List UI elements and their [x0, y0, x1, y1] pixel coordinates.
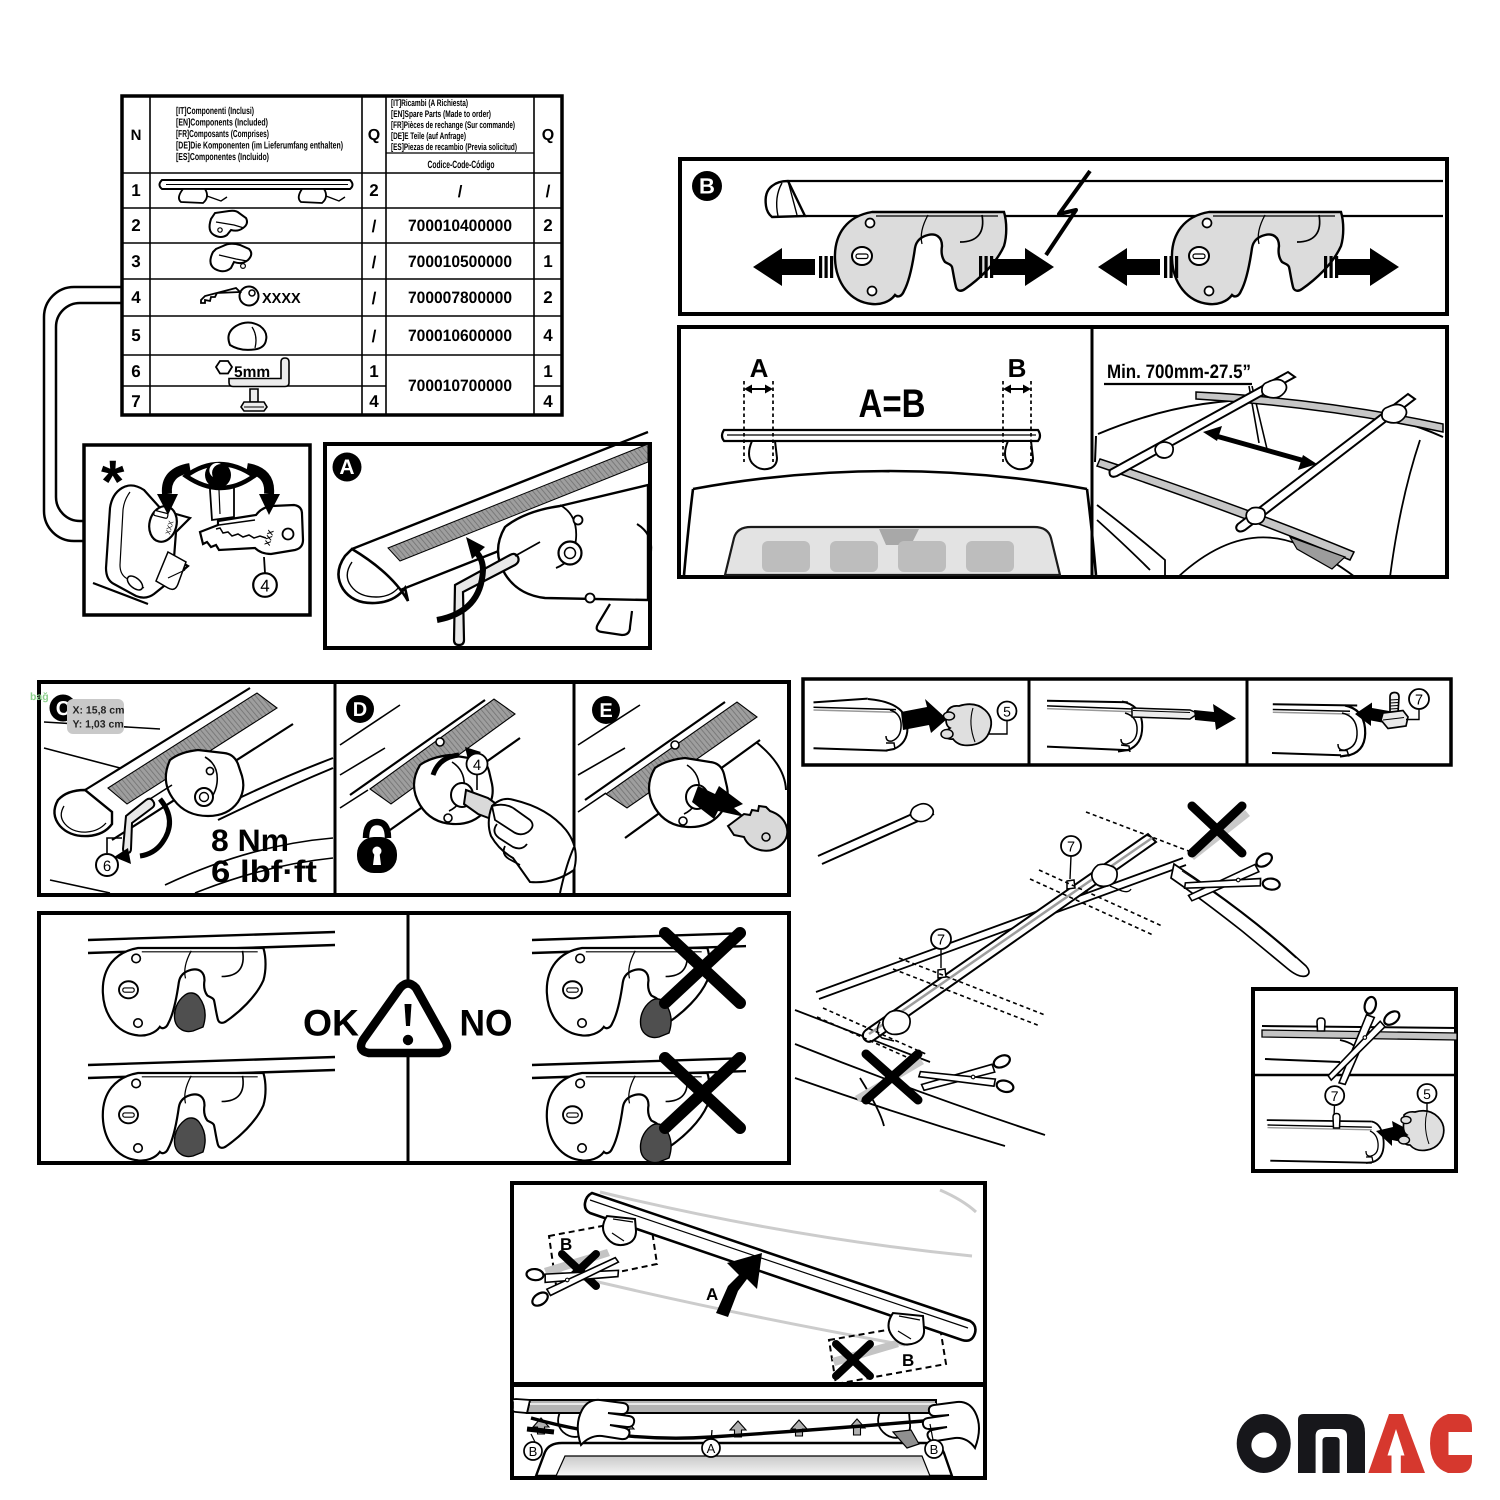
- svg-text:/: /: [458, 183, 463, 201]
- svg-text:5mm: 5mm: [234, 364, 270, 381]
- svg-text:[IT]Ricambi (A Richiesta): [IT]Ricambi (A Richiesta): [391, 98, 468, 109]
- svg-text:XXXX: XXXX: [262, 291, 301, 307]
- svg-text:5: 5: [1423, 1086, 1431, 1102]
- svg-text:B: B: [902, 1351, 914, 1370]
- svg-text:[ES]Componentes (Incluido): [ES]Componentes (Incluido): [176, 152, 269, 163]
- svg-text:6: 6: [131, 362, 140, 381]
- svg-text:[EN]Components (Included): [EN]Components (Included): [176, 118, 268, 129]
- svg-text:700007800000: 700007800000: [408, 289, 512, 307]
- svg-text:B: B: [699, 174, 715, 199]
- svg-text:A=B: A=B: [859, 382, 926, 426]
- svg-text:4: 4: [131, 288, 141, 307]
- svg-text:[EN]Spare Parts (Made to order: [EN]Spare Parts (Made to order): [391, 109, 491, 120]
- svg-text:1: 1: [131, 181, 140, 200]
- svg-text:6 lbf·ft: 6 lbf·ft: [211, 854, 317, 889]
- svg-text:5: 5: [131, 326, 140, 345]
- svg-text:[IT]Componenti (Inclusi): [IT]Componenti (Inclusi): [176, 106, 254, 117]
- svg-text:[ES]Piezas de recambio (Previa: [ES]Piezas de recambio (Previa solicitud…: [391, 142, 517, 153]
- svg-text:7: 7: [937, 933, 945, 949]
- svg-text:C: C: [56, 698, 70, 720]
- svg-text:A: A: [750, 353, 769, 383]
- svg-text:E: E: [599, 700, 612, 722]
- svg-text:B: B: [560, 1235, 572, 1254]
- svg-text:Y: 1,03 cm: Y: 1,03 cm: [73, 719, 124, 731]
- svg-text:X: 15,8 cm: X: 15,8 cm: [73, 705, 125, 717]
- svg-text:A: A: [706, 1285, 718, 1304]
- svg-text:B: B: [930, 1442, 939, 1457]
- svg-text:A: A: [707, 1441, 716, 1456]
- svg-text:5: 5: [1003, 704, 1011, 720]
- svg-text:[DE]Die Komponenten (im Liefer: [DE]Die Komponenten (im Lieferumfang ent…: [176, 141, 343, 152]
- svg-text:Codice-Code-Código: Codice-Code-Código: [428, 159, 495, 171]
- svg-text:N: N: [131, 127, 142, 144]
- svg-text:bağ: bağ: [30, 691, 49, 703]
- svg-text:4: 4: [543, 392, 553, 411]
- svg-text:B: B: [529, 1444, 538, 1459]
- svg-text:7: 7: [1331, 1088, 1339, 1104]
- svg-text:2: 2: [543, 216, 552, 235]
- svg-text:Q: Q: [368, 127, 380, 144]
- svg-text:[DE]E Teile (auf Anfrage): [DE]E Teile (auf Anfrage): [391, 131, 466, 142]
- svg-text:[FR]Pièces de rechange (Sur co: [FR]Pièces de rechange (Sur commande): [391, 120, 515, 131]
- svg-text:2: 2: [369, 181, 378, 200]
- svg-text:/: /: [372, 289, 377, 308]
- svg-text:OK: OK: [303, 1003, 359, 1044]
- svg-text:1: 1: [543, 362, 552, 381]
- svg-text:1: 1: [369, 362, 378, 381]
- svg-text:A: A: [339, 456, 354, 479]
- svg-text:700010400000: 700010400000: [408, 217, 512, 235]
- svg-text:XXX: XXX: [263, 528, 276, 546]
- svg-text:8 Nm: 8 Nm: [211, 823, 289, 858]
- svg-text:700010500000: 700010500000: [408, 253, 512, 271]
- svg-text:/: /: [546, 182, 551, 201]
- svg-text:/: /: [372, 327, 377, 346]
- svg-text:Min. 700mm-27.5”: Min. 700mm-27.5”: [1107, 361, 1251, 383]
- svg-text:B: B: [1008, 353, 1027, 383]
- svg-text:6: 6: [103, 858, 111, 875]
- svg-text:XXX: XXX: [165, 520, 175, 536]
- svg-text:[FR]Composants (Comprises): [FR]Composants (Comprises): [176, 129, 269, 140]
- svg-text:700010600000: 700010600000: [408, 327, 512, 345]
- svg-text:700010700000: 700010700000: [408, 377, 512, 395]
- svg-text:7: 7: [131, 392, 140, 411]
- svg-text:7: 7: [1415, 693, 1423, 709]
- svg-text:/: /: [372, 217, 377, 236]
- svg-text:4: 4: [543, 326, 553, 345]
- svg-text:2: 2: [131, 216, 140, 235]
- svg-text:Q: Q: [542, 127, 554, 144]
- svg-text:4: 4: [369, 392, 379, 411]
- svg-text:3: 3: [131, 252, 140, 271]
- svg-text:2: 2: [543, 288, 552, 307]
- svg-text:D: D: [353, 699, 367, 721]
- svg-text:7: 7: [1067, 840, 1075, 856]
- svg-text:NO: NO: [460, 1003, 513, 1044]
- svg-text:1: 1: [543, 252, 552, 271]
- svg-text:4: 4: [473, 757, 481, 774]
- svg-text:4: 4: [260, 577, 269, 596]
- svg-text:/: /: [372, 253, 377, 272]
